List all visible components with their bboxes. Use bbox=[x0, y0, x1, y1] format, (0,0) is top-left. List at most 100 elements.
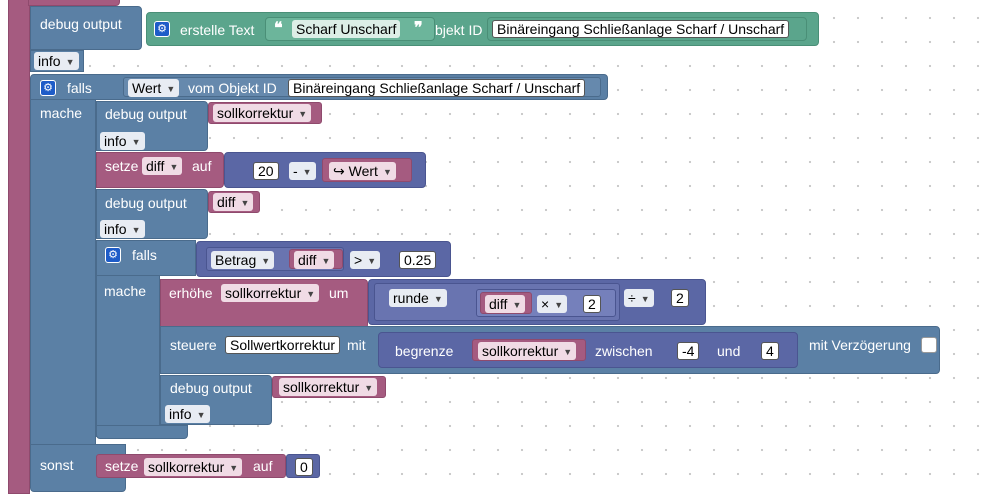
operator-dropdown[interactable]: ÷▼ bbox=[624, 289, 654, 307]
operator-dropdown[interactable]: -▼ bbox=[289, 162, 316, 180]
var-sollkorrektur-block-2[interactable]: sollkorrektur▼ bbox=[472, 339, 586, 361]
debug-output-block-3[interactable]: debug output info▼ bbox=[96, 189, 208, 239]
debug-output-block-2[interactable]: debug output info▼ bbox=[96, 101, 208, 151]
math-func-dropdown[interactable]: Betrag▼ bbox=[211, 251, 275, 269]
value-of-object-block[interactable]: Wert▼ vom Objekt ID Binäreingang Schließ… bbox=[123, 77, 601, 97]
operator-dropdown[interactable]: >▼ bbox=[350, 251, 381, 269]
event-block-rail[interactable] bbox=[8, 0, 30, 494]
target-object-field[interactable]: Sollwertkorrektur bbox=[225, 336, 341, 354]
var-dropdown[interactable]: diff▼ bbox=[213, 193, 254, 211]
if-block-inner[interactable]: ⚙ falls bbox=[96, 240, 196, 276]
var-name: sollkorrektur bbox=[148, 459, 225, 475]
log-level-dropdown[interactable]: info ▼ bbox=[34, 52, 79, 70]
object-id-field-1[interactable]: Binäreingang Schließanlage Scharf / Unsc… bbox=[492, 20, 790, 38]
log-level-value: info bbox=[104, 221, 127, 237]
var-diff-block-2[interactable]: diff▼ bbox=[289, 249, 343, 269]
number-field[interactable]: 20 bbox=[253, 162, 279, 180]
control-label: steuere bbox=[170, 337, 217, 353]
if-label: falls bbox=[132, 247, 157, 263]
number-block[interactable]: 0 bbox=[286, 454, 320, 478]
and-label: und bbox=[717, 343, 741, 359]
object-id-value-block[interactable]: Binäreingang Schließanlage Scharf / Unsc… bbox=[487, 17, 807, 41]
number-field[interactable]: 2 bbox=[583, 295, 601, 313]
chevron-down-icon: ▼ bbox=[131, 137, 141, 147]
chevron-down-icon: ▼ bbox=[563, 347, 573, 357]
set-sollkorrektur-block[interactable]: setze sollkorrektur ▼ auf bbox=[96, 454, 286, 478]
object-id-field-2[interactable]: Binäreingang Schließanlage Scharf / Unsc… bbox=[288, 79, 586, 97]
change-label: erhöhe bbox=[169, 285, 213, 301]
debug-output-block-4[interactable]: debug output info ▼ bbox=[160, 375, 272, 425]
operator-value: ÷ bbox=[628, 290, 636, 306]
chevron-down-icon: ▼ bbox=[196, 410, 206, 420]
log-level-value: info bbox=[169, 406, 192, 422]
set-label: setze bbox=[105, 458, 139, 474]
var-sollkorrektur-block-1[interactable]: sollkorrektur ▼ bbox=[208, 102, 322, 124]
var-name: sollkorrektur bbox=[217, 105, 294, 121]
set-label: setze bbox=[105, 158, 139, 174]
with-delay-label: mit Verzögerung bbox=[809, 337, 911, 353]
debug-output-label: debug output bbox=[40, 16, 122, 32]
gear-icon[interactable]: ⚙ bbox=[105, 247, 121, 263]
text-literal-value[interactable]: Scharf Unscharf bbox=[292, 20, 401, 38]
number-field[interactable]: -4 bbox=[677, 342, 700, 360]
var-dropdown[interactable]: sollkorrektur▼ bbox=[478, 342, 577, 360]
chevron-down-icon: ▼ bbox=[240, 198, 250, 208]
gear-icon[interactable]: ⚙ bbox=[154, 21, 170, 37]
var-dropdown[interactable]: sollkorrektur ▼ bbox=[213, 104, 312, 122]
chevron-down-icon: ▼ bbox=[65, 57, 75, 67]
chevron-down-icon: ▼ bbox=[131, 225, 141, 235]
debug-output-label: debug output bbox=[170, 380, 252, 396]
operator-value: × bbox=[541, 296, 550, 312]
var-dropdown[interactable]: sollkorrektur ▼ bbox=[144, 458, 243, 476]
log-level-dropdown[interactable]: info▼ bbox=[100, 132, 145, 150]
var-diff-block-1[interactable]: diff▼ bbox=[208, 191, 260, 213]
var-dropdown[interactable]: diff ▼ bbox=[485, 295, 526, 313]
create-text-label: erstelle Text bbox=[180, 22, 255, 38]
do-label: mache bbox=[104, 283, 147, 299]
chevron-down-icon: ▼ bbox=[229, 463, 239, 473]
var-dropdown[interactable]: diff▼ bbox=[142, 157, 183, 175]
var-sollkorrektur-block-3[interactable]: sollkorrektur▼ bbox=[272, 376, 386, 398]
param-dropdown[interactable]: ↪ Wert▼ bbox=[329, 162, 396, 180]
change-sollkorrektur-block[interactable]: erhöhe sollkorrektur▼ um bbox=[160, 279, 368, 329]
chevron-down-icon: ▼ bbox=[306, 289, 316, 299]
var-dropdown[interactable]: diff▼ bbox=[294, 251, 335, 269]
number-field[interactable]: 2 bbox=[671, 289, 689, 307]
chevron-down-icon: ▼ bbox=[298, 109, 308, 119]
var-diff-block-3[interactable]: diff ▼ bbox=[480, 292, 532, 314]
chevron-down-icon: ▼ bbox=[367, 256, 377, 266]
log-level-dropdown[interactable]: info ▼ bbox=[100, 220, 145, 238]
chevron-down-icon: ▼ bbox=[302, 167, 312, 177]
operator-dropdown[interactable]: ×▼ bbox=[537, 295, 568, 313]
debug-output-block-1[interactable]: debug output bbox=[30, 6, 142, 50]
number-field[interactable]: 0.25 bbox=[399, 251, 437, 269]
set-diff-block[interactable]: setze diff▼ auf bbox=[96, 152, 224, 188]
else-label: sonst bbox=[40, 457, 74, 473]
value-dropdown[interactable]: Wert▼ bbox=[128, 79, 180, 97]
chevron-down-icon: ▼ bbox=[433, 294, 443, 304]
gear-icon[interactable]: ⚙ bbox=[40, 80, 56, 96]
log-level-dropdown[interactable]: info ▼ bbox=[165, 405, 210, 423]
math-func-name: Betrag bbox=[215, 252, 257, 268]
delay-checkbox[interactable] bbox=[921, 337, 937, 353]
math-func-name: runde bbox=[393, 290, 429, 306]
chevron-down-icon: ▼ bbox=[382, 167, 392, 177]
var-name: sollkorrektur bbox=[283, 379, 360, 395]
number-field[interactable]: 4 bbox=[761, 342, 779, 360]
var-dropdown[interactable]: sollkorrektur▼ bbox=[221, 284, 320, 302]
between-label: zwischen bbox=[595, 343, 653, 359]
return-arrow-icon: ↪ bbox=[333, 163, 345, 179]
chevron-down-icon: ▼ bbox=[166, 84, 176, 94]
constrain-block[interactable]: begrenze zwischen -4 und 4 bbox=[378, 332, 798, 368]
var-name: diff bbox=[489, 296, 508, 312]
text-literal-block[interactable]: ❝ Scharf Unscharf ❞ bbox=[265, 17, 435, 41]
param-wert-block[interactable]: ↪ Wert▼ bbox=[322, 158, 412, 182]
var-dropdown[interactable]: sollkorrektur▼ bbox=[279, 378, 378, 396]
number-field[interactable]: 0 bbox=[295, 458, 313, 476]
math-func-dropdown[interactable]: runde ▼ bbox=[389, 289, 447, 307]
log-level-value: info bbox=[38, 53, 61, 69]
to-label: auf bbox=[253, 458, 273, 474]
chevron-down-icon: ▼ bbox=[169, 162, 179, 172]
chevron-down-icon: ▼ bbox=[512, 300, 522, 310]
with-label: mit bbox=[347, 337, 366, 353]
